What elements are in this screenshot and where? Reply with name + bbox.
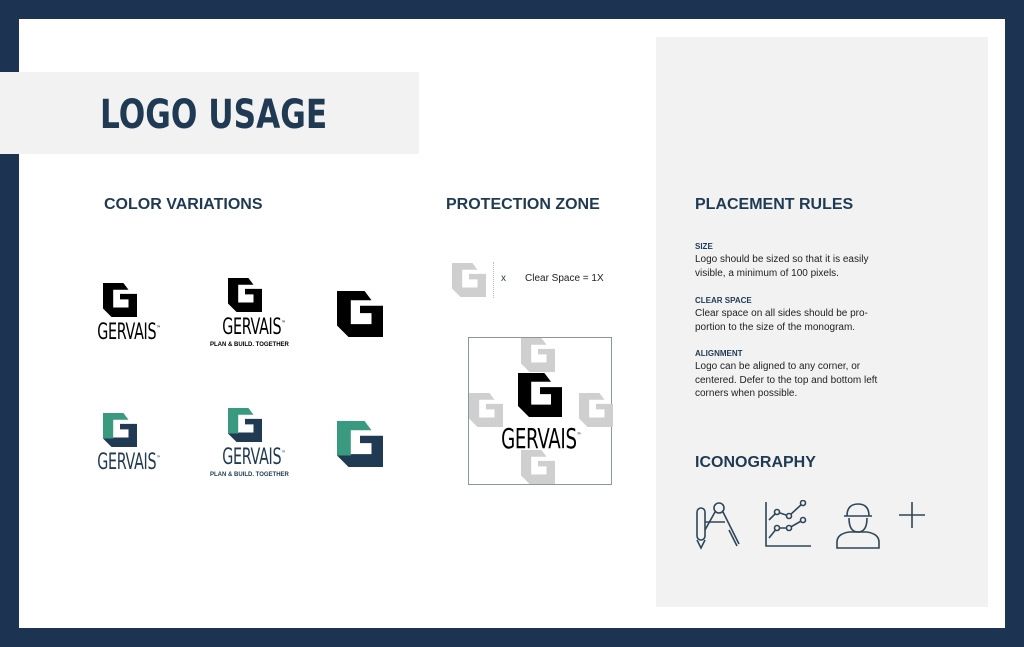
plus-icon <box>899 502 925 528</box>
measure-line <box>493 262 494 298</box>
color-variations-heading: COLOR VARIATIONS <box>104 196 263 213</box>
drafting-compass-icon <box>696 502 740 550</box>
protection-zone-box: GERVAIS™ <box>468 337 612 485</box>
x-label: x <box>501 273 506 284</box>
tm: ™ <box>576 431 582 440</box>
logo-color-tagline: GERVAIS™ PLAN & BUILD. TOGETHER <box>210 408 289 478</box>
rule-alignment-heading: ALIGNMENT <box>695 349 743 358</box>
protection-zone-heading: PROTECTION ZONE <box>446 196 600 213</box>
tm: ™ <box>156 454 161 463</box>
page-title: LOGO USAGE <box>100 92 328 138</box>
g-clearance-right-icon <box>579 393 613 427</box>
wordmark: GERVAIS™ <box>97 322 160 344</box>
placement-rules-heading: PLACEMENT RULES <box>695 196 854 213</box>
g-clearance-top-icon <box>521 338 555 372</box>
logo-color-wordmark: GERVAIS™ <box>85 413 161 474</box>
title-band <box>0 72 419 154</box>
g-monogram-icon <box>228 408 262 442</box>
g-monogram-icon <box>103 283 137 317</box>
wordmark: GERVAIS™ <box>97 452 160 474</box>
iconography-heading: ICONOGRAPHY <box>695 454 816 471</box>
g-monogram-black-icon <box>337 291 383 337</box>
g-monogram-icon <box>228 278 262 312</box>
line-chart-icon <box>765 500 811 547</box>
g-clearance-bottom-icon <box>521 450 555 484</box>
wordmark-text: GERVAIS <box>97 320 157 345</box>
wordmark: GERVAIS™ <box>222 447 285 469</box>
g-clearance-left-icon <box>469 393 503 427</box>
wordmark-text: GERVAIS <box>222 315 282 340</box>
tm: ™ <box>281 319 286 328</box>
tm: ™ <box>156 324 161 333</box>
logo-black-wordmark: GERVAIS™ <box>85 283 161 344</box>
rule-clear-space-heading: CLEAR SPACE <box>695 296 752 305</box>
construction-worker-icon <box>836 503 880 549</box>
rules-panel <box>656 37 988 607</box>
g-monogram-icon <box>518 373 562 417</box>
wordmark: GERVAIS™ <box>497 425 584 453</box>
g-monogram-icon <box>103 413 137 447</box>
tagline: PLAN & BUILD. TOGETHER <box>210 472 289 478</box>
wordmark-text: GERVAIS <box>97 450 157 475</box>
rule-alignment-text: Logo can be aligned to any corner, or ce… <box>695 361 878 399</box>
wordmark-text: GERVAIS <box>501 422 577 455</box>
wordmark-text: GERVAIS <box>222 445 282 470</box>
rule-size-heading: SIZE <box>695 242 713 251</box>
logo-black-tagline: GERVAIS™ PLAN & BUILD. TOGETHER <box>210 278 289 348</box>
wordmark: GERVAIS™ <box>222 317 285 339</box>
clear-space-label: Clear Space = 1X <box>525 273 604 284</box>
g-monogram-color-icon <box>337 421 383 467</box>
tagline: PLAN & BUILD. TOGETHER <box>210 342 289 348</box>
tm: ™ <box>281 449 286 458</box>
g-monogram-gray-icon <box>452 263 486 297</box>
rule-size-text: Logo should be sized so that it is easil… <box>695 254 869 279</box>
rule-clear-space-text: Clear space on all sides should be pro-p… <box>695 308 868 333</box>
